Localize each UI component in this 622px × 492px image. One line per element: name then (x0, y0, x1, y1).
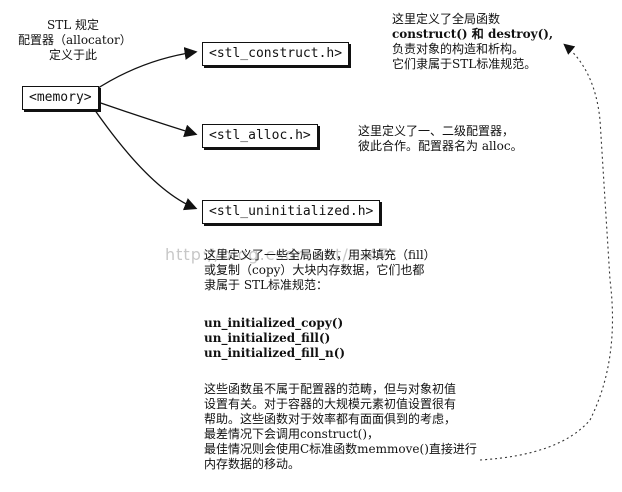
uninit-detail-line: 内存数据的移动。 (204, 457, 301, 471)
uninit-detail-line: 设置有关。对于容器的大规模元素初值设置很有 (204, 397, 457, 411)
uninit-func-list: un_initialized_copy() un_initialized_fil… (204, 316, 345, 361)
construct-note-line: 负责对象的构造和析构。 (392, 42, 525, 56)
dotted-arrow-back (479, 43, 614, 461)
construct-note-line: construct() 和 destroy(), (392, 27, 554, 41)
construct-note-line: 它们隶属于STL标准规范。 (392, 57, 537, 71)
alloc-box: <stl_alloc.h> (202, 124, 318, 148)
construct-box: <stl_construct.h> (202, 42, 350, 66)
uninitialized-box: <stl_uninitialized.h> (202, 200, 381, 224)
uninit-detail-note: 这些函数虽不属于配置器的范畴，但与对象初值 设置有关。对于容器的大规模元素初值设… (204, 382, 477, 472)
uninit-intro-line: 这里定义了一些全局函数，用来填充（fill） (204, 248, 436, 262)
uninit-detail-line: 帮助。这些函数对于效率都有面面俱到的考虑， (204, 412, 457, 426)
construct-note-line: 这里定义了全局函数 (392, 12, 501, 26)
header-line-3: 定义于此 (48, 48, 97, 62)
uninit-func-item: un_initialized_fill() (204, 331, 331, 345)
construct-note: 这里定义了全局函数 construct() 和 destroy(), 负责对象的… (392, 12, 553, 72)
uninit-detail-line: 最佳情况则会使用C标准函数memmove()直接进行 (204, 442, 477, 456)
uninit-func-item: un_initialized_copy() (204, 316, 344, 330)
watermark-text: http://blog.csdn.net/...47 (165, 245, 390, 264)
arrow-to-uninitialized (91, 105, 198, 211)
arrow-to-construct (91, 47, 198, 93)
header-line-2: 配置器（allocator） (18, 33, 132, 47)
memory-box: <memory> (22, 86, 99, 110)
uninit-detail-line: 最差情况下会调用construct()， (204, 427, 380, 441)
alloc-note-line: 这里定义了一、二级配置器， (358, 124, 515, 138)
header-label: STL 规定 配置器（allocator） 定义于此 (18, 18, 132, 63)
uninit-detail-line: 这些函数虽不属于配置器的范畴，但与对象初值 (204, 382, 457, 396)
alloc-note: 这里定义了一、二级配置器， 彼此合作。配置器名为 alloc。 (358, 124, 523, 154)
uninit-intro-line: 或复制（copy）大块内存数据，它们也都 (204, 263, 425, 277)
uninit-intro-note: 这里定义了一些全局函数，用来填充（fill） 或复制（copy）大块内存数据，它… (204, 248, 436, 293)
uninit-func-item: un_initialized_fill_n() (204, 346, 346, 360)
header-line-1: STL 规定 (46, 18, 99, 32)
arrow-to-alloc (91, 99, 198, 138)
alloc-note-line: 彼此合作。配置器名为 alloc。 (358, 139, 523, 153)
uninit-intro-line: 隶属于 STL标准规范： (204, 278, 329, 292)
